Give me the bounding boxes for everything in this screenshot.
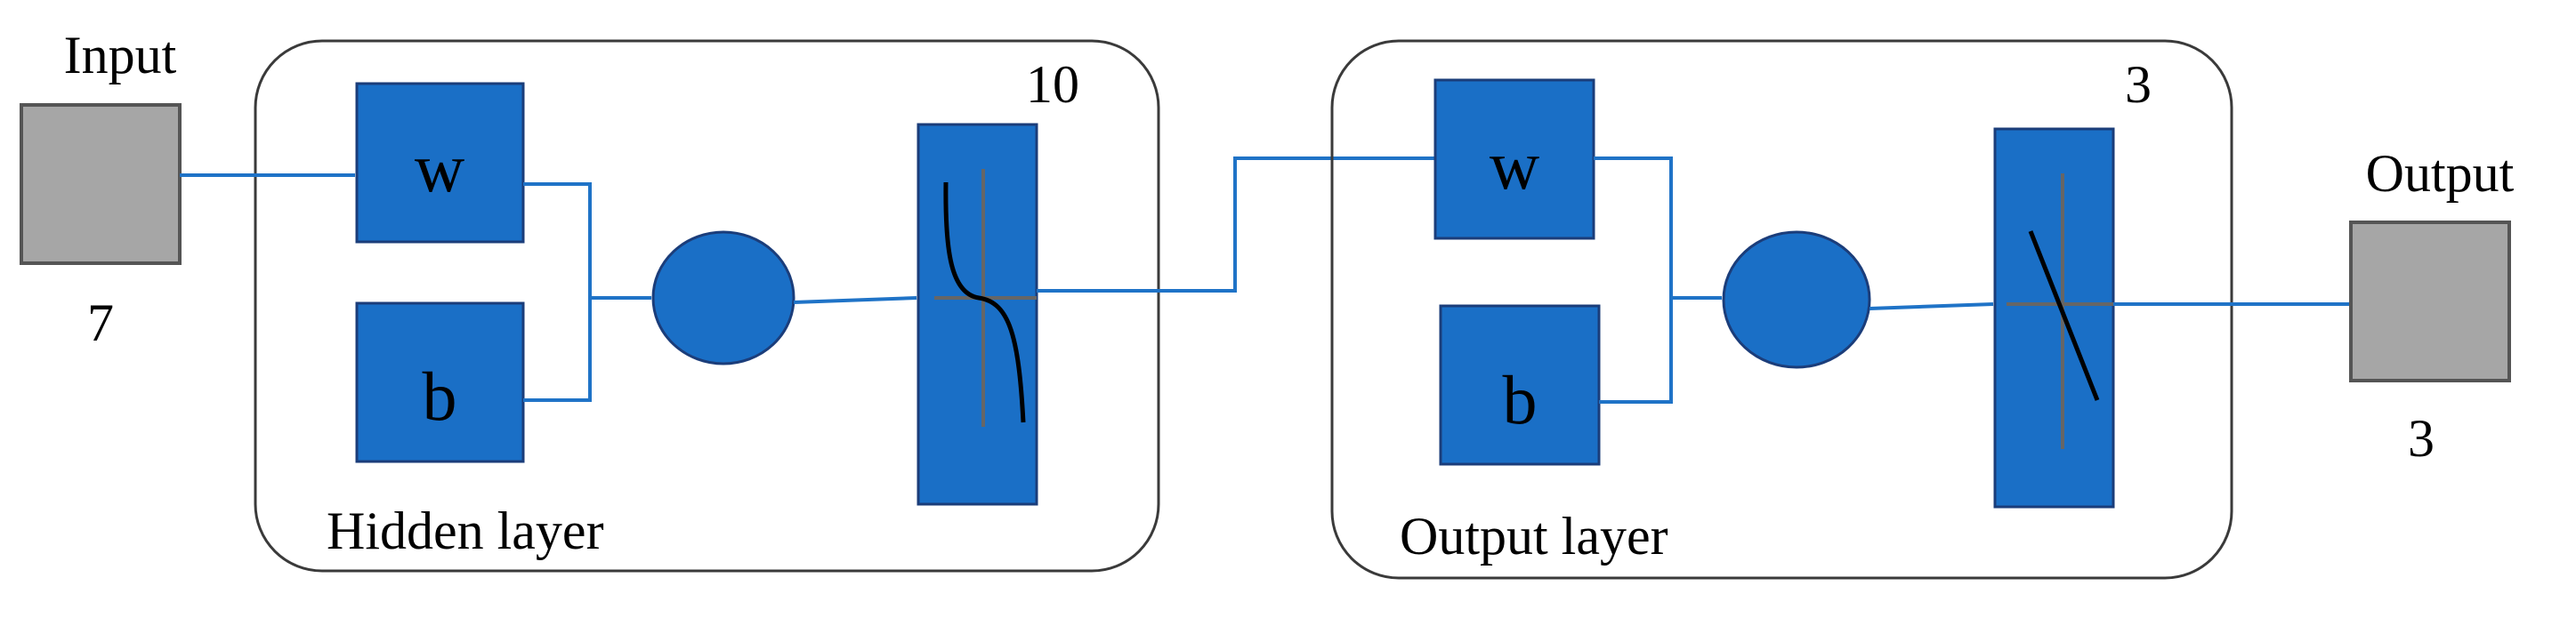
hidden-bias-block: [355, 301, 525, 463]
tansig-curve-icon: [934, 169, 1037, 427]
input-label: Input: [64, 26, 177, 84]
hidden-layer-neurons: 10: [1026, 55, 1079, 114]
hidden-layer-label: Hidden layer: [327, 502, 604, 560]
output-box: [2349, 221, 2511, 382]
output-layer-label: Output layer: [1400, 507, 1668, 566]
output-activation-block: [1993, 127, 2115, 509]
output-weight-symbol: w: [1490, 126, 1539, 204]
hidden-layer-frame: [254, 39, 1160, 573]
input-box: [20, 103, 182, 265]
output-layer-neurons: 3: [2125, 55, 2152, 114]
hidden-weight-block: [355, 82, 525, 244]
hidden-weight-symbol: w: [415, 129, 464, 206]
output-layer-frame: [1330, 39, 2233, 580]
output-bias-block: [1439, 304, 1601, 466]
hidden-layer-connectors: [180, 157, 1434, 402]
output-size: 3: [2408, 409, 2435, 468]
output-layer-connectors: [1594, 157, 2349, 404]
hidden-activation-block: [917, 123, 1038, 506]
hidden-bias-symbol: b: [423, 357, 457, 435]
output-bias-symbol: b: [1503, 361, 1538, 438]
output-sum-node: [1722, 230, 1871, 369]
purelin-line-icon: [2007, 173, 2113, 449]
hidden-sum-node: [651, 230, 795, 365]
output-label: Output: [2366, 144, 2515, 203]
input-size: 7: [87, 293, 114, 352]
